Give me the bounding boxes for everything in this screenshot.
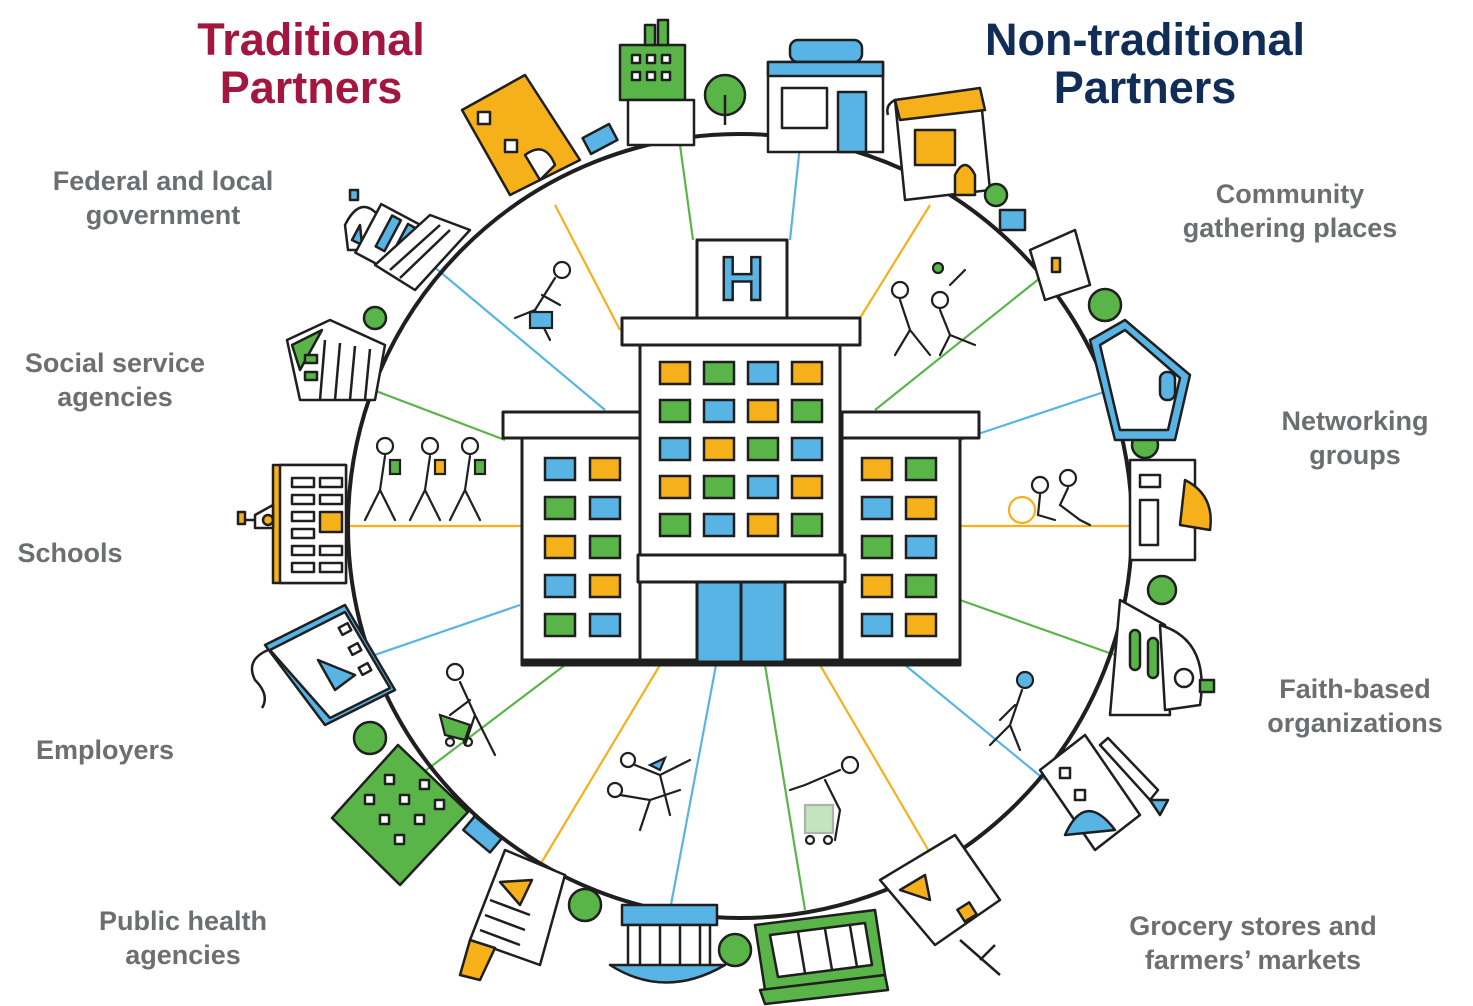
yellow-house-icon (460, 73, 619, 197)
hospital-window (904, 495, 938, 521)
label-public-health-agencies-2: agencies (125, 940, 241, 970)
hospital-window (904, 612, 938, 638)
hospital-window (658, 398, 692, 424)
hospital-window (658, 436, 692, 462)
people-playing-tennis-icon (890, 261, 977, 357)
label-social-service-agencies-1: Social service (25, 348, 205, 378)
label-networking-groups-1: Networking (1281, 406, 1428, 436)
hospital-window (702, 436, 736, 462)
hospital-window (904, 456, 938, 482)
traditional-heading-line-2: Partners (220, 62, 403, 113)
traditional-partner-labels: Federal and local government Social serv… (17, 166, 273, 970)
people-jogging-icon (606, 751, 692, 832)
cafe-building-icon (1128, 430, 1212, 562)
label-federal-local-government-1: Federal and local (53, 166, 274, 196)
hospital-window (702, 512, 736, 538)
hospital-window (658, 360, 692, 386)
non-traditional-partner-labels: Community gathering places Networking gr… (1129, 179, 1443, 975)
label-public-health-agencies-1: Public health (99, 906, 267, 936)
label-community-gathering-places-2: gathering places (1183, 213, 1398, 243)
hospital-window (746, 360, 780, 386)
non-traditional-heading-line-2: Partners (1054, 62, 1237, 113)
school-building-icon (236, 463, 348, 585)
hospital-window (790, 436, 824, 462)
hospital-window (860, 612, 894, 638)
public-health-building-icon (458, 848, 603, 982)
synagogue-icon (1108, 574, 1216, 717)
people-figures (363, 260, 1092, 846)
label-faith-based-organizations-2: organizations (1267, 708, 1443, 738)
traditional-heading-line-1: Traditional (197, 14, 425, 65)
hospital-window (588, 495, 622, 521)
label-faith-based-organizations-1: Faith-based (1279, 674, 1431, 704)
hospital-sign-letter: H (720, 245, 765, 314)
townhouse-building-icon (998, 208, 1092, 302)
domed-building-icon (1038, 733, 1170, 852)
person-with-briefcase-icon (513, 260, 572, 342)
factory-office-icon (250, 603, 397, 756)
hospital-window (543, 495, 577, 521)
church-house-icon (878, 833, 1002, 976)
hospital-window (702, 474, 736, 500)
person-with-stroller-icon (438, 662, 497, 757)
label-grocery-farmers-markets-1: Grocery stores and (1129, 911, 1377, 941)
hospital-window (543, 456, 577, 482)
columned-agency-building-icon (285, 305, 388, 402)
capitol-building-icon (343, 188, 472, 292)
hospital-window (658, 512, 692, 538)
hospital-window (746, 474, 780, 500)
hospital-window (746, 512, 780, 538)
hospital-window (543, 612, 577, 638)
hospital-window (746, 398, 780, 424)
hospital-window (790, 360, 824, 386)
label-networking-groups-2: groups (1309, 440, 1401, 470)
grocery-store-icon (753, 908, 890, 1006)
kiosk-shop-icon (766, 38, 885, 154)
non-traditional-heading-line-1: Non-traditional (985, 14, 1305, 65)
hospital-window (658, 474, 692, 500)
hospital-window (904, 534, 938, 560)
hospital-window (702, 360, 736, 386)
hospital-window (860, 573, 894, 599)
students-walking-icon (363, 436, 487, 522)
store-with-awning-icon (886, 86, 1009, 208)
hospital-window (860, 456, 894, 482)
hospital-window (702, 398, 736, 424)
hospital-window (746, 436, 780, 462)
label-grocery-farmers-markets-2: farmers’ markets (1145, 945, 1361, 975)
person-helping-wheelchair-user-icon (1007, 468, 1092, 527)
office-building-green-icon (330, 743, 503, 887)
hospital-window (543, 534, 577, 560)
hospital-window (543, 573, 577, 599)
hospital-window (790, 512, 824, 538)
hospital-window (588, 612, 622, 638)
apartment-building-green-icon (618, 18, 747, 147)
community-center-icon (1087, 287, 1192, 442)
perimeter-buildings (236, 18, 1216, 1006)
person-walking-icon (988, 670, 1035, 752)
label-schools: Schools (17, 538, 122, 568)
label-community-gathering-places-1: Community (1216, 179, 1365, 209)
hospital-window (790, 474, 824, 500)
hospital-sign-icon: H (707, 244, 777, 315)
hospital-window (860, 534, 894, 560)
hospital-window (904, 573, 938, 599)
gazebo-building-icon (608, 903, 753, 984)
label-employers: Employers (36, 735, 174, 765)
label-social-service-agencies-2: agencies (57, 382, 173, 412)
hospital-window (860, 495, 894, 521)
person-with-shopping-cart-icon (788, 755, 860, 846)
hospital-window (588, 573, 622, 599)
label-federal-local-government-2: government (86, 200, 241, 230)
hospital-window (790, 398, 824, 424)
hospital-window (588, 456, 622, 482)
hospital-window (588, 534, 622, 560)
hospital-windows (543, 360, 938, 638)
